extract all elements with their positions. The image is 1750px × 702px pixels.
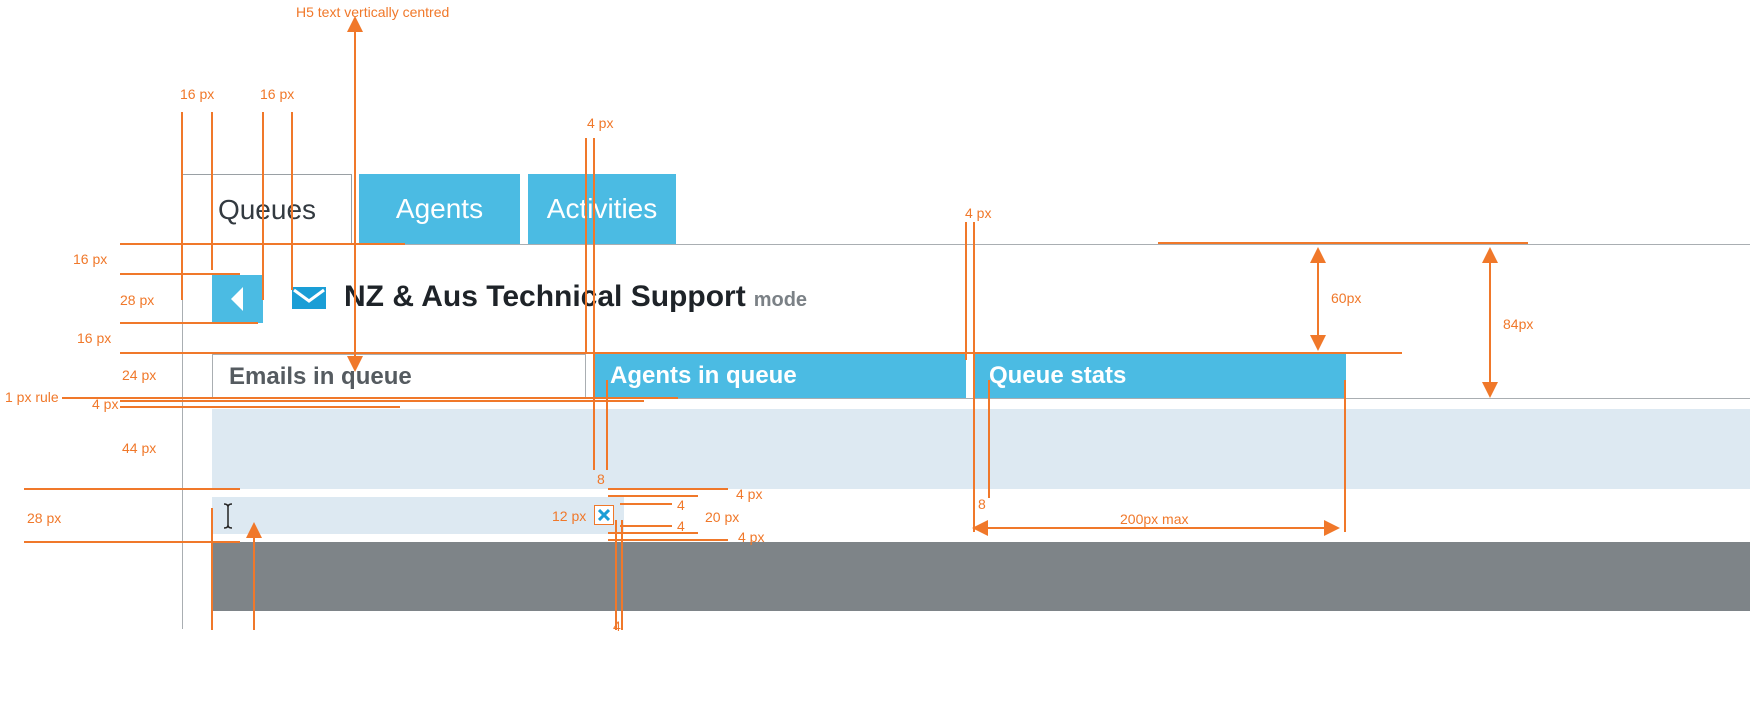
annotation-4px-a: 4 px [587, 115, 614, 131]
annotation-8-b: 8 [978, 496, 986, 512]
annotation-16px-a: 16 px [180, 86, 215, 102]
page-title: NZ & Aus Technical Support mode [344, 280, 807, 320]
content-area [212, 542, 1750, 611]
annotation-8-a: 8 [597, 471, 605, 487]
annotation-84px: 84px [1503, 316, 1534, 332]
annotation-bottom-4: 4 [613, 618, 621, 634]
close-icon [598, 509, 610, 521]
tab-queues[interactable]: Queues [182, 174, 352, 244]
annotation-20px: 20 px [705, 509, 740, 525]
subtab-rule [586, 398, 1750, 399]
annotation-60px: 60px [1331, 290, 1362, 306]
annotation-4-small-b: 4 [677, 518, 685, 534]
annotation-row-44: 44 px [122, 440, 157, 456]
tab-activities-label: Activities [546, 193, 658, 224]
annotation-16px-b: 16 px [260, 86, 295, 102]
annotation-row-28b: 28 px [27, 510, 62, 526]
subtab-agents-label: Agents in queue [610, 362, 797, 389]
annotation-1px-rule: 1 px rule [5, 389, 59, 405]
panel-left-rule [182, 244, 183, 629]
page-title-mode: mode [753, 289, 808, 311]
tab-rule [352, 244, 1750, 245]
text-cursor-icon [223, 503, 233, 529]
subtab-emails-in-queue[interactable]: Emails in queue [212, 354, 586, 398]
tab-agents-label: Agents [395, 193, 484, 224]
annotation-row-16-bottom: 16 px [77, 330, 112, 346]
tab-queues-label: Queues [217, 193, 317, 225]
filter-input[interactable] [212, 497, 624, 534]
annotation-4px-right-a: 4 px [736, 486, 763, 502]
tab-agents[interactable]: Agents [359, 174, 520, 244]
annotation-4-small-a: 4 [677, 497, 685, 513]
annotation-row-4: 4 px [92, 396, 119, 412]
clear-filter-button[interactable] [594, 505, 614, 525]
annotation-h5: H5 text vertically centred [296, 4, 450, 20]
chevron-left-icon [230, 287, 243, 311]
annotation-4px-right-b: 4 px [738, 529, 765, 545]
subtab-agents-in-queue[interactable]: Agents in queue [594, 354, 966, 398]
annotation-row-24: 24 px [122, 367, 157, 383]
annotation-row-16-top: 16 px [73, 251, 108, 267]
annotation-row-28: 28 px [120, 292, 155, 308]
subtab-emails-label: Emails in queue [229, 362, 412, 390]
subtab-queue-stats[interactable]: Queue stats [973, 354, 1346, 398]
annotation-12px: 12 px [552, 508, 587, 524]
envelope-icon [292, 287, 326, 309]
annotation-4px-b: 4 px [965, 205, 992, 221]
toolbar-panel [212, 409, 1750, 489]
annotation-200px-max: 200px max [1120, 511, 1189, 527]
back-button[interactable] [212, 275, 263, 323]
tab-activities[interactable]: Activities [528, 174, 676, 244]
subtab-stats-label: Queue stats [989, 362, 1127, 389]
page-title-text: NZ & Aus Technical Support [344, 280, 746, 313]
